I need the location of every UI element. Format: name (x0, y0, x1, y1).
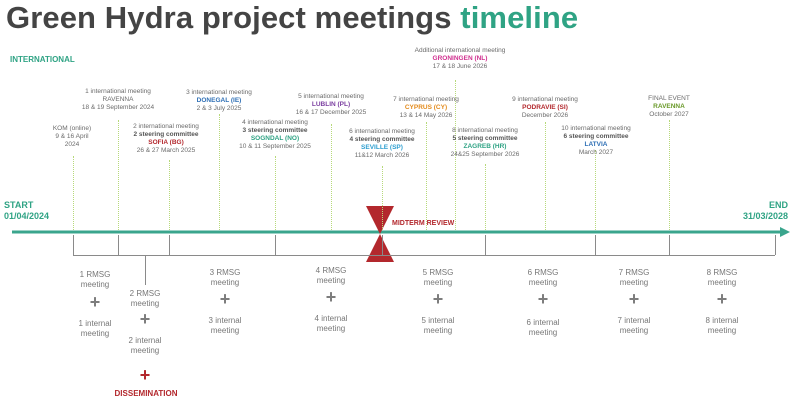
bracket-tick (669, 235, 670, 255)
event-connector (118, 120, 119, 230)
bracket-base (73, 255, 118, 256)
event-place: SEVILLE (SP) (361, 144, 403, 151)
event-connector (595, 150, 596, 230)
plus-icon: + (537, 289, 549, 309)
event-connector (426, 122, 427, 230)
midterm-review-label: MIDTERM REVIEW (392, 220, 455, 227)
dissemination-plus-icon: + (139, 365, 151, 385)
event-place: RAVENNA (653, 103, 685, 110)
event-connector (331, 124, 332, 230)
bracket-tick (169, 235, 170, 255)
event-place: CYPRUS (CY) (404, 104, 448, 111)
bracket-base (275, 255, 382, 256)
bracket-tick (382, 235, 383, 255)
event-place: SOGNDAL (NO) (250, 135, 300, 142)
bracket-tick (73, 235, 74, 255)
end-label: END 31/03/2028 (742, 200, 788, 221)
event-place: ZAGREB (HR) (463, 143, 507, 150)
bracket-base (169, 255, 275, 256)
page-title: Green Hydra project meetings timeline (6, 0, 579, 35)
event-place: SOFIA (BG) (148, 139, 184, 146)
event-connector (219, 114, 220, 230)
event-place: DONEGAL (IE) (196, 97, 242, 104)
event-connector (485, 164, 486, 230)
event-connector (455, 80, 456, 230)
plus-icon: + (628, 289, 640, 309)
midterm-hourglass-icon (366, 206, 394, 262)
bracket-base (382, 255, 485, 256)
title-accent: timeline (460, 0, 579, 35)
event-intl-7: 7 international meeting CYPRUS (CY) 13 &… (393, 96, 459, 119)
event-intl-5: 5 international meeting LUBLIN (PL) 16 &… (295, 93, 367, 116)
event-connector (382, 166, 383, 230)
plus-icon: + (716, 289, 728, 309)
plus-icon: + (139, 309, 151, 329)
bracket-base (669, 255, 775, 256)
bracket-tick (118, 235, 119, 255)
plus-icon: + (432, 289, 444, 309)
event-connector (275, 156, 276, 230)
event-final: FINAL EVENT RAVENNA October 2027 (648, 95, 690, 118)
bracket-stem (145, 255, 146, 285)
event-connector (169, 160, 170, 230)
event-place: LUBLIN (PL) (311, 101, 351, 108)
bracket-tick (775, 235, 776, 255)
bracket-tick (275, 235, 276, 255)
timeline-arrowhead (780, 227, 790, 237)
event-connector (545, 122, 546, 230)
bracket-base (485, 255, 595, 256)
event-place: PODRAVIE (SI) (522, 104, 568, 111)
plus-icon: + (89, 292, 101, 312)
event-intl-3: 3 international meeting DONEGAL (IE) 2 &… (186, 89, 252, 112)
event-connector (669, 120, 670, 230)
plus-icon: + (325, 287, 337, 307)
start-label: START 01/04/2024 (4, 200, 50, 221)
bracket-tick (485, 235, 486, 255)
timeline-arrow (12, 227, 790, 237)
bracket-tick (595, 235, 596, 255)
event-additional: Additional international meeting GRONING… (414, 47, 506, 70)
event-place: GRONINGEN (NL) (432, 55, 488, 62)
event-intl-9: 9 international meeting PODRAVIE (SI) De… (512, 96, 578, 119)
bracket-base (118, 255, 169, 256)
bracket-base (595, 255, 669, 256)
dissemination-label: DISSEMINATION (114, 389, 178, 398)
plus-icon: + (219, 289, 231, 309)
event-connector (73, 156, 74, 230)
event-place: LATVIA (584, 141, 608, 148)
section-label: INTERNATIONAL (10, 55, 75, 64)
